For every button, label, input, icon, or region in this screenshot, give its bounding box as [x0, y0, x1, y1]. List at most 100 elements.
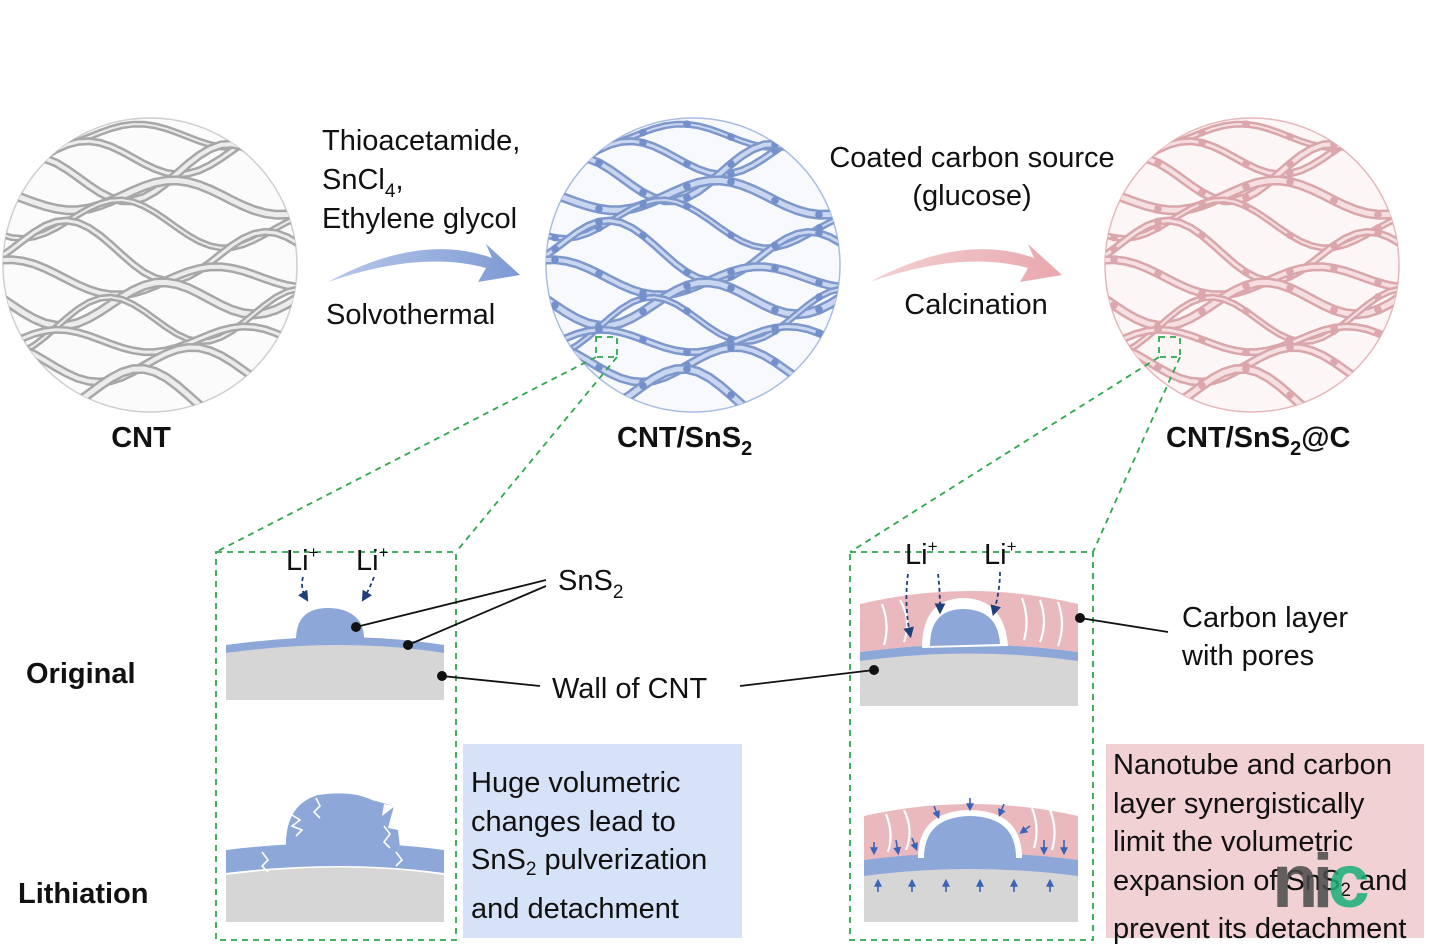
- particle: [683, 348, 691, 356]
- particle: [815, 293, 823, 301]
- particle: [1154, 217, 1162, 226]
- particle: [683, 307, 691, 315]
- particle: [1242, 281, 1250, 290]
- particle: [1374, 130, 1382, 139]
- particle: [1110, 396, 1118, 404]
- particle: [859, 110, 867, 118]
- particle: [859, 387, 867, 395]
- particle: [1154, 326, 1162, 334]
- particle: [1286, 231, 1294, 239]
- note-right-line-2: layer synergistically: [1113, 787, 1365, 820]
- particle: [1418, 387, 1426, 395]
- calcination-arrow: [870, 244, 1062, 282]
- particle: [727, 178, 735, 186]
- row-label-original: Original: [26, 658, 136, 690]
- particle: [1110, 190, 1118, 199]
- particle: [639, 188, 647, 197]
- particle: [859, 256, 867, 264]
- particle: [1110, 342, 1118, 350]
- nanotube-highlight: [3, 324, 297, 357]
- particle: [1242, 182, 1250, 191]
- reagent-sncl4: SnCl4,: [322, 164, 404, 202]
- particle: [1198, 335, 1206, 344]
- particle: [1242, 307, 1250, 315]
- particle: [1242, 202, 1250, 210]
- nanotube-highlight: [3, 177, 297, 218]
- particle: [1374, 210, 1382, 219]
- nanotube-highlight: [546, 366, 840, 412]
- particle: [1198, 188, 1206, 197]
- note-right-line-3: limit the volumetric: [1113, 826, 1354, 858]
- particle: [1198, 128, 1206, 137]
- reagent-carbon-source: Coated carbon source: [829, 142, 1114, 174]
- li-ion-label-2: Li+: [356, 543, 389, 577]
- particle: [551, 396, 559, 404]
- particle: [1418, 377, 1426, 385]
- particle: [1286, 284, 1294, 292]
- particle: [683, 160, 691, 168]
- note-left-line-3: SnS2 pulverization: [471, 844, 708, 880]
- particle: [639, 128, 647, 137]
- particle: [551, 233, 559, 242]
- particle: [727, 284, 735, 292]
- particle: [727, 133, 735, 141]
- particle: [551, 301, 559, 310]
- particle: [551, 351, 559, 359]
- nanotube-highlight: [3, 287, 297, 357]
- particle: [859, 377, 867, 385]
- particle: [1242, 120, 1250, 128]
- cnt-sns2-circle: [545, 110, 867, 430]
- particle: [551, 190, 559, 199]
- particle: [639, 381, 647, 390]
- particle: [1242, 193, 1250, 202]
- particle: [1110, 245, 1118, 253]
- particle: [1374, 165, 1382, 173]
- method-calcination: Calcination: [904, 289, 1047, 321]
- particle: [727, 160, 735, 168]
- particle: [771, 422, 779, 430]
- particle: [551, 171, 559, 179]
- particle: [639, 231, 647, 240]
- particle: [1374, 278, 1382, 287]
- particle: [1110, 255, 1118, 264]
- particle: [683, 365, 691, 373]
- particle: [595, 326, 603, 334]
- solvothermal-arrow: [328, 244, 520, 282]
- particle: [1330, 241, 1338, 250]
- particle: [595, 159, 603, 167]
- reagent-thioacetamide: Thioacetamide,: [322, 125, 520, 157]
- particle: [551, 137, 559, 145]
- panel-right-lithiation: [864, 798, 1078, 922]
- particle: [551, 245, 559, 253]
- note-synergy: Nanotube and carbon layer synergisticall…: [1106, 744, 1424, 945]
- particle: [771, 196, 779, 205]
- particle: [1198, 294, 1206, 303]
- particle: [1418, 210, 1426, 218]
- particle: [595, 408, 603, 412]
- particle: [815, 410, 823, 412]
- particle: [815, 278, 823, 287]
- reagent-glucose: (glucose): [912, 180, 1031, 212]
- stage-label-cnt-sns2: CNT/SnS2: [617, 422, 752, 460]
- particle: [1418, 256, 1426, 264]
- particle: [1330, 196, 1338, 205]
- particle: [551, 339, 559, 348]
- particle: [859, 202, 867, 210]
- particle: [1286, 343, 1294, 352]
- particle: [683, 120, 691, 128]
- particle: [1154, 159, 1162, 167]
- particle: [683, 281, 691, 290]
- particle: [1110, 339, 1118, 348]
- li-ion-label-4: Li+: [984, 537, 1017, 571]
- particle: [1286, 267, 1294, 276]
- particle: [859, 351, 867, 359]
- particle: [595, 217, 603, 226]
- particle: [1374, 229, 1382, 237]
- panel-right-original: [860, 591, 1078, 706]
- particle: [1110, 301, 1118, 310]
- particle: [1418, 194, 1426, 202]
- particle: [683, 182, 691, 191]
- particle: [1330, 324, 1338, 332]
- particle: [859, 194, 867, 202]
- particle: [683, 193, 691, 202]
